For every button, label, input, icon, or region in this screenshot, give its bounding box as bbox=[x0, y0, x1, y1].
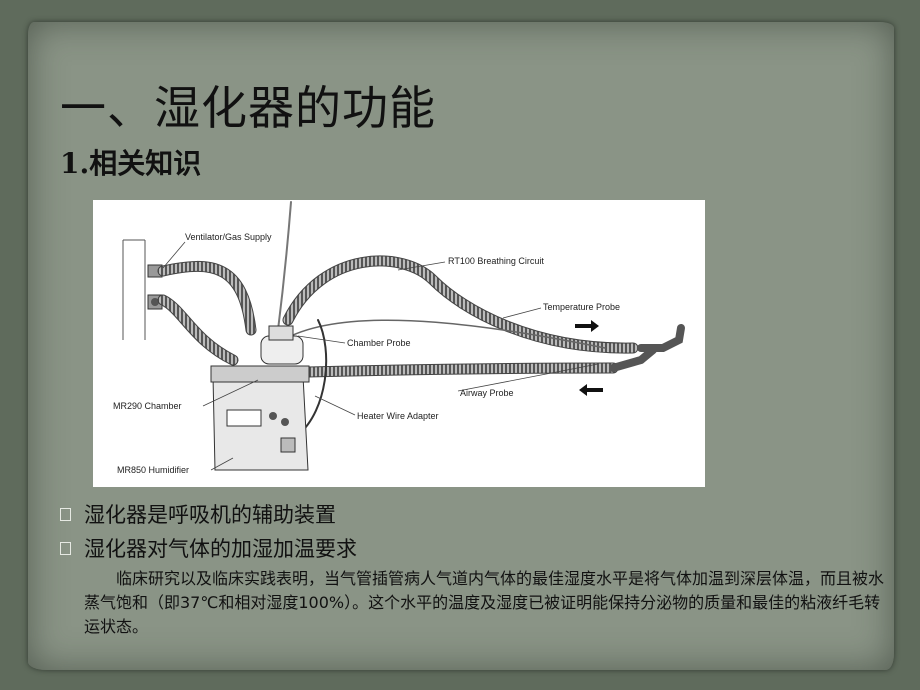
body-paragraph: 临床研究以及临床实践表明，当气管插管病人气道内气体的最佳湿度水平是将气体加温到深… bbox=[84, 569, 885, 636]
bullet-marker-icon bbox=[60, 508, 71, 521]
label-temperature-probe: Temperature Probe bbox=[543, 302, 620, 312]
label-leaders bbox=[162, 241, 599, 471]
slide-title: 一、湿化器的功能 bbox=[60, 81, 436, 135]
humidifier-unit bbox=[210, 325, 310, 471]
label-airway-probe: Airway Probe bbox=[460, 388, 514, 398]
label-chamber: MR290 Chamber bbox=[113, 401, 182, 411]
flow-arrows bbox=[575, 320, 603, 396]
humidifier-diagram: Ventilator/Gas Supply RT100 Breathing Ci… bbox=[93, 200, 705, 487]
label-humidifier: MR850 Humidifier bbox=[117, 465, 189, 475]
label-heater-wire-adapter: Heater Wire Adapter bbox=[357, 411, 439, 421]
bullet-list: 湿化器是呼吸机的辅助装置 湿化器对气体的加湿加温要求 bbox=[60, 498, 357, 566]
bullet-marker-icon bbox=[60, 542, 71, 555]
bullet-text: 湿化器是呼吸机的辅助装置 bbox=[84, 503, 336, 527]
bullet-text: 湿化器对气体的加湿加温要求 bbox=[84, 537, 357, 561]
slide-subtitle: 1.相关知识 bbox=[60, 147, 202, 180]
bullet-item: 湿化器是呼吸机的辅助装置 bbox=[60, 498, 357, 532]
label-ventilator: Ventilator/Gas Supply bbox=[185, 232, 272, 242]
diagram-svg: Ventilator/Gas Supply RT100 Breathing Ci… bbox=[113, 201, 685, 475]
ventilator-wall bbox=[122, 239, 163, 340]
label-chamber-probe: Chamber Probe bbox=[347, 338, 411, 348]
label-breathing-circuit: RT100 Breathing Circuit bbox=[448, 256, 544, 266]
bullet-item: 湿化器对气体的加湿加温要求 bbox=[60, 532, 357, 566]
breathing-circuit-tubes bbox=[157, 201, 685, 436]
